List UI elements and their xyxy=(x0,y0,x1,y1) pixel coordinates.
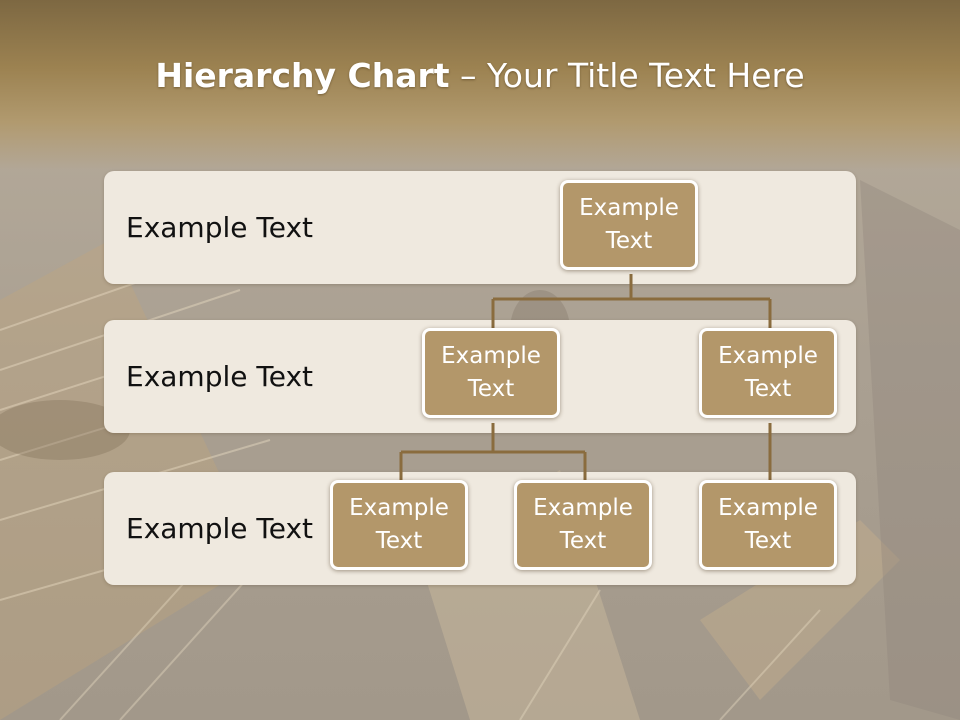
node-level3-middle[interactable]: Example Text xyxy=(514,480,652,570)
slide-title: Hierarchy Chart – Your Title Text Here xyxy=(0,52,960,102)
node-level2-right[interactable]: Example Text xyxy=(699,328,837,418)
connector-root-to-level2 xyxy=(491,274,772,329)
title-bold: Hierarchy Chart xyxy=(155,56,450,95)
node-level3-right[interactable]: Example Text xyxy=(699,480,837,570)
level-label-1: Example Text xyxy=(126,211,314,244)
node-level2-left[interactable]: Example Text xyxy=(422,328,560,418)
node-level3-left[interactable]: Example Text xyxy=(330,480,468,570)
node-root[interactable]: Example Text xyxy=(560,180,698,270)
level-band-1: Example Text xyxy=(104,171,856,284)
connector-level2-left-to-level3 xyxy=(399,423,587,482)
title-band xyxy=(0,0,960,170)
title-rest: – Your Title Text Here xyxy=(449,56,805,95)
level-label-3: Example Text xyxy=(126,512,314,545)
level-label-2: Example Text xyxy=(126,360,314,393)
